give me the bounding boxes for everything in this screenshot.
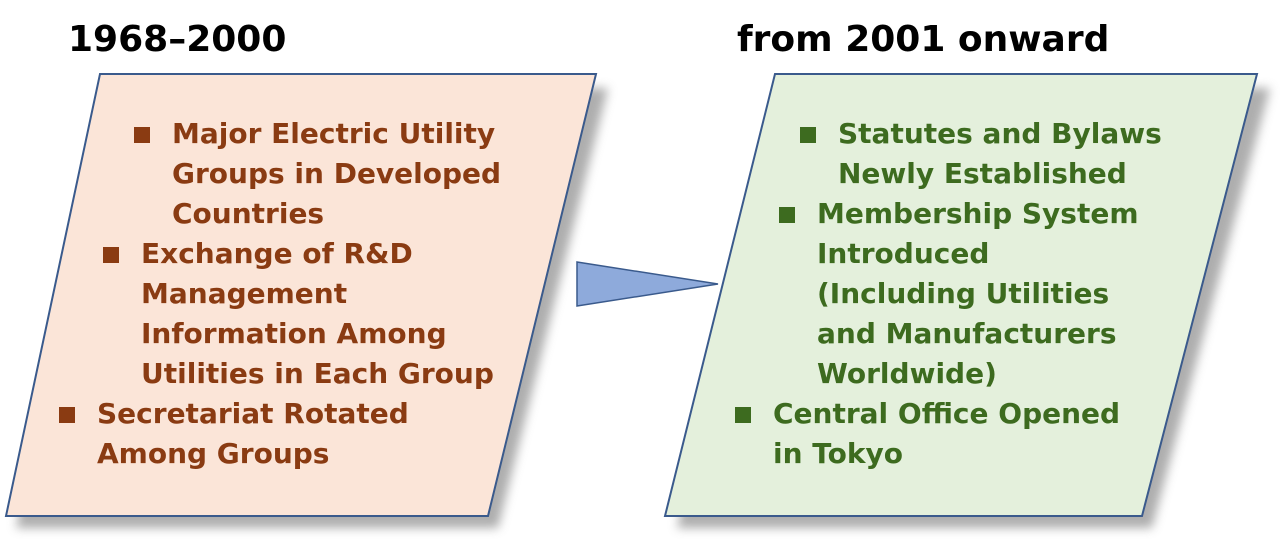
left-panel-heading: 1968–2000 — [68, 19, 287, 60]
list-item: Statutes and Bylaws Newly Established — [800, 114, 1162, 194]
square-bullet-icon — [779, 207, 795, 223]
list-item: Exchange of R&D Management Information A… — [103, 234, 494, 394]
list-item: Central Office Opened in Tokyo — [735, 394, 1120, 474]
left-panel-shape — [4, 73, 598, 517]
square-bullet-icon — [103, 247, 119, 263]
square-bullet-icon — [735, 407, 751, 423]
list-item: Membership System Introduced (Including … — [779, 194, 1139, 394]
list-item: Major Electric Utility Groups in Develop… — [134, 114, 501, 234]
right-panel-shape — [663, 73, 1259, 517]
square-bullet-icon — [59, 407, 75, 423]
right-panel-heading: from 2001 onward — [737, 19, 1110, 60]
transition-arrow-icon — [576, 261, 719, 307]
square-bullet-icon — [134, 127, 150, 143]
list-item: Secretariat Rotated Among Groups — [59, 394, 409, 474]
square-bullet-icon — [800, 127, 816, 143]
